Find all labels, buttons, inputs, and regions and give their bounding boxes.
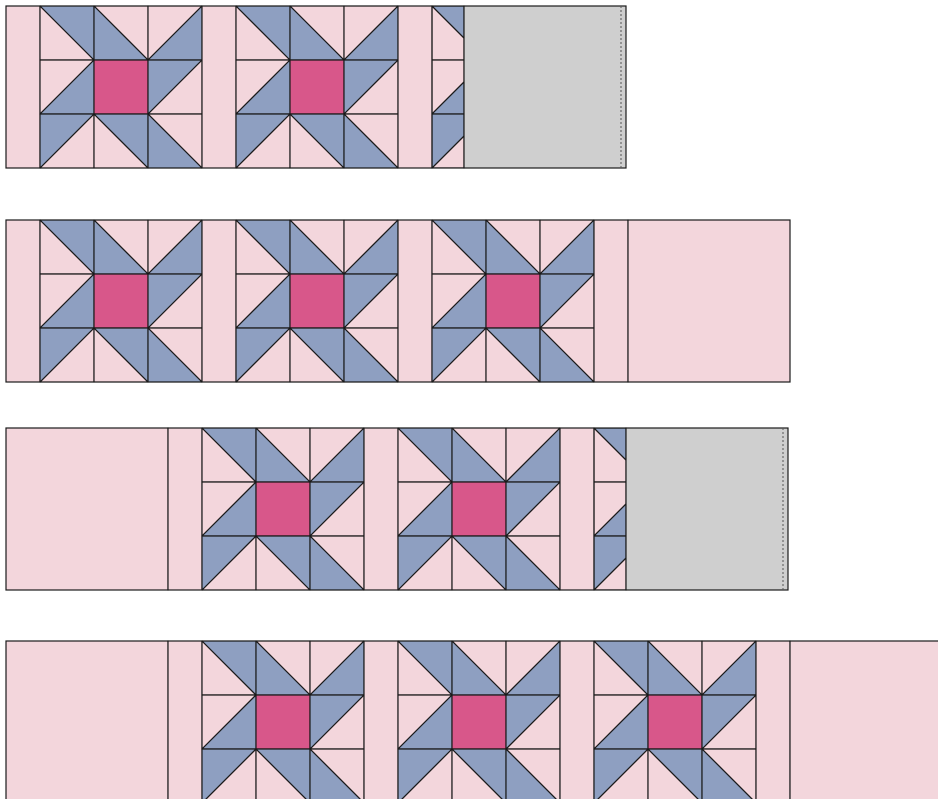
sashing-strip: [364, 641, 398, 799]
sashing-strip: [560, 641, 594, 799]
sashing-strip: [168, 428, 202, 590]
folded-fabric: [464, 6, 626, 168]
border-panel: [628, 220, 790, 382]
star-block: [398, 428, 560, 590]
sashing-strip: [594, 220, 628, 382]
star-block: [40, 220, 202, 382]
center-square: [290, 60, 344, 114]
star-block: [202, 641, 364, 799]
star-block: [236, 220, 398, 382]
center-square: [486, 274, 540, 328]
center-square: [256, 482, 310, 536]
star-block: [40, 6, 202, 168]
sashing-strip: [202, 6, 236, 168]
sashing-strip: [756, 641, 790, 799]
strip-row-2: [6, 220, 790, 382]
star-block: [594, 641, 756, 799]
border-panel: [6, 428, 168, 590]
star-block: [236, 6, 398, 168]
strip-row-1: [6, 6, 626, 168]
star-block: [398, 641, 560, 799]
strip-row-3: [6, 428, 788, 590]
sashing-strip: [6, 220, 40, 382]
center-square: [452, 482, 506, 536]
center-square: [452, 695, 506, 749]
center-square: [648, 695, 702, 749]
sashing-strip: [202, 220, 236, 382]
center-square: [94, 274, 148, 328]
center-square: [290, 274, 344, 328]
border-panel: [790, 641, 938, 799]
star-block: [202, 428, 364, 590]
center-square: [94, 60, 148, 114]
sashing-strip: [398, 6, 432, 168]
strip-row-4: [6, 641, 938, 799]
sashing-strip: [398, 220, 432, 382]
folded-fabric: [626, 428, 788, 590]
sashing-strip: [168, 641, 202, 799]
center-square: [256, 695, 310, 749]
sashing-strip: [6, 6, 40, 168]
star-block: [432, 220, 594, 382]
sashing-strip: [560, 428, 594, 590]
sashing-strip: [364, 428, 398, 590]
border-panel: [6, 641, 168, 799]
